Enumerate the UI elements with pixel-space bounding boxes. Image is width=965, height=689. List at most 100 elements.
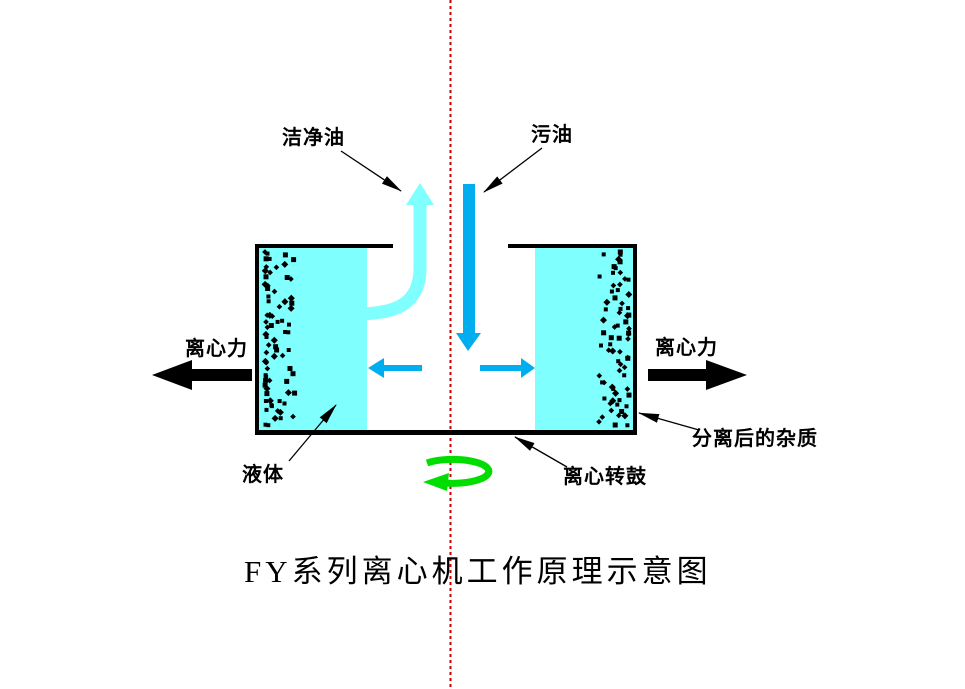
impurity-dot: [287, 366, 293, 371]
centrifugal-force-left-arrow: [152, 360, 252, 390]
impurity-dot: [608, 407, 615, 414]
impurity-dot: [619, 300, 625, 307]
impurity-dot: [616, 367, 623, 374]
impurity-dot: [271, 414, 279, 422]
impurity-dot: [264, 335, 269, 339]
impurity-dot: [601, 330, 607, 336]
dirty-oil-leader-line: [483, 147, 543, 193]
right-wall-liquid: [535, 247, 633, 431]
impurity-dot: [282, 401, 287, 406]
impurity-dot: [264, 407, 269, 412]
impurity-dot: [603, 298, 611, 306]
impurity-dot: [292, 390, 298, 396]
clean-oil-outflow-arrow: [355, 183, 434, 321]
impurity-dot: [263, 422, 268, 427]
inner-flow-left-arrow: [368, 358, 422, 378]
diagram-title: FY系列离心机工作原理示意图: [244, 554, 712, 589]
impurity-dot: [612, 295, 618, 301]
label-liquid: 液体: [242, 464, 284, 486]
liquid-leader-line: [288, 404, 337, 462]
impurity-dot: [623, 312, 632, 320]
impurity-dot: [270, 352, 278, 360]
label-dirty-oil: 污油: [531, 124, 573, 146]
impurity-dot: [261, 357, 269, 365]
impurity-dot: [599, 414, 606, 420]
impurity-dot: [273, 344, 279, 350]
impurity-dot: [266, 423, 271, 428]
impurity-dot: [611, 270, 615, 275]
impurity-dot: [608, 335, 614, 341]
impurity-dot: [624, 404, 629, 409]
impurity-dot: [266, 294, 271, 299]
label-clean-oil: 洁净油: [282, 127, 345, 149]
impurity-dot: [624, 354, 631, 361]
rotation-arrow: [423, 455, 493, 491]
impurity-dot: [599, 316, 608, 324]
impurity-dot: [618, 306, 623, 311]
impurity-dot: [278, 416, 283, 421]
impurity-dot: [286, 330, 291, 335]
impurity-dot: [619, 409, 625, 414]
impurity-dot: [621, 412, 629, 420]
impurity-dot: [608, 342, 613, 347]
impurity-dot: [612, 389, 620, 397]
impurity-dot: [284, 275, 290, 280]
impurity-dot: [617, 259, 623, 265]
impurities-leader-line: [638, 412, 700, 431]
impurity-dot: [280, 318, 285, 323]
centrifugal-force-right-arrow: [648, 360, 747, 390]
impurity-dot: [621, 364, 628, 371]
impurity-dot: [610, 282, 617, 289]
impurity-dot: [283, 330, 288, 334]
clean-oil-leader-line: [340, 150, 402, 192]
label-impurities: 分离后的杂质: [692, 428, 818, 450]
impurity-dot: [601, 252, 606, 257]
impurity-dot: [602, 396, 607, 401]
impurity-dot: [615, 323, 620, 328]
impurity-dot: [616, 335, 622, 341]
impurity-dot: [607, 400, 614, 407]
impurity-dot: [290, 371, 296, 377]
impurity-dot: [616, 359, 621, 364]
impurity-dot: [626, 277, 631, 282]
impurity-dot: [601, 379, 607, 386]
impurity-dot: [263, 385, 271, 393]
impurity-dot: [623, 319, 629, 325]
impurity-dot: [269, 404, 274, 409]
impurity-dot: [262, 382, 268, 388]
impurity-dot: [267, 256, 272, 261]
impurity-dot: [265, 251, 270, 256]
right-wall-outer-edge: [633, 244, 637, 433]
impurity-dot: [263, 399, 268, 403]
impurity-dot: [615, 412, 622, 419]
impurity-dot: [263, 377, 269, 383]
impurity-dot: [625, 336, 631, 342]
impurity-dot: [609, 347, 617, 355]
impurity-dot: [284, 378, 290, 384]
label-drum: 离心转鼓: [563, 466, 647, 488]
impurity-dot: [282, 252, 288, 258]
impurity-dot: [617, 348, 623, 355]
impurity-dot: [596, 372, 603, 379]
impurity-dot: [275, 319, 280, 324]
impurity-dot: [274, 347, 280, 353]
impurity-dot: [625, 290, 633, 299]
impurity-dot: [287, 304, 295, 312]
impurity-dot: [622, 276, 628, 282]
impurity-dot: [263, 274, 269, 280]
impurity-dot: [626, 392, 632, 398]
impurity-dot: [266, 397, 274, 405]
impurity-dot: [287, 294, 295, 302]
impurity-dot: [617, 249, 623, 255]
impurity-dot: [286, 348, 291, 352]
impurity-dot: [609, 289, 614, 294]
impurity-dot: [281, 260, 289, 268]
impurity-dot: [263, 256, 269, 262]
label-centrifugal-force-right: 离心力: [655, 337, 718, 359]
impurity-dot: [618, 252, 623, 257]
impurity-dot: [615, 288, 620, 293]
drum-bottom-line: [255, 430, 637, 435]
impurity-dot: [261, 267, 269, 275]
